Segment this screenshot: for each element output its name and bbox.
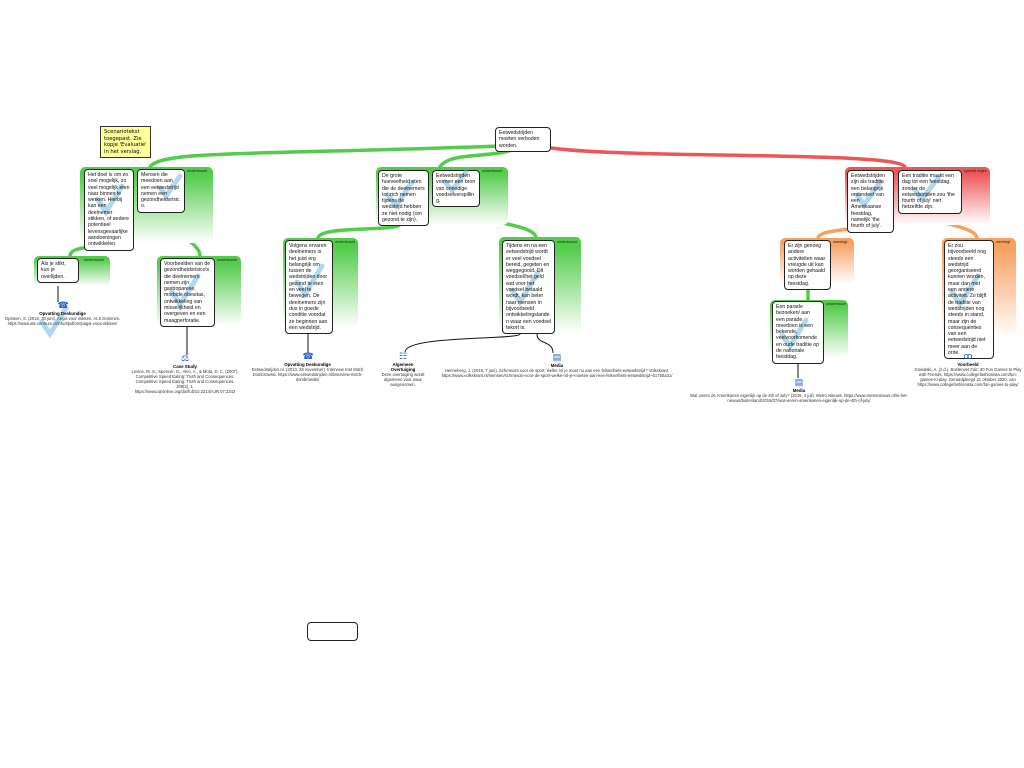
common-belief-icon: ☷ bbox=[398, 351, 408, 361]
claim-a[interactable]: Het doel is om zo snel mogelijk, zo veel… bbox=[84, 169, 134, 251]
claim-text: De grote hoeveelheid eten die de deelnem… bbox=[382, 173, 425, 224]
source-type: Opvatting Deskundige bbox=[284, 362, 331, 367]
source-citation: Henneberg, J. (2019, 7 juni). Schmeuze v… bbox=[441, 368, 673, 378]
claim-text: Er zijn genoeg andere activiteiten waar … bbox=[788, 243, 826, 287]
expert-icon: ☎ bbox=[302, 351, 314, 361]
claim-text: Eetwedstrijden zijn als traditie een bel… bbox=[851, 173, 886, 230]
media-icon: ▤ bbox=[794, 377, 804, 387]
claim-text: Tijdens en na een eetwedstrijd wordt er … bbox=[506, 243, 551, 331]
source-type: Media bbox=[792, 388, 806, 393]
case-study-icon: ⚖ bbox=[180, 353, 190, 363]
source-citation: Eetwedstrijden.nl. (2013, 28 november). … bbox=[251, 367, 364, 382]
source-citation: Opsteen, S. (2019, 30 juni). Aegis voor … bbox=[4, 316, 121, 326]
claim-c1[interactable]: Volgens ervaren deelnemers is het juist … bbox=[285, 240, 333, 335]
source-type: Algemeen Overtuiging bbox=[390, 362, 416, 372]
root-claim[interactable]: Eetwedstrijden moeten verboden worden. bbox=[495, 127, 551, 152]
source-type: Voorbeeld bbox=[957, 362, 979, 367]
root-claim-text: Eetwedstrijden moeten verboden worden. bbox=[499, 130, 540, 149]
claim-a1[interactable]: Als je stikt, kun je overlijden. bbox=[37, 258, 79, 283]
rebut-label: weerlegt bbox=[833, 240, 848, 244]
support-label: onderbouwt bbox=[187, 169, 207, 173]
claim-text: Een parade bezoeken/ aan een parade meed… bbox=[776, 304, 819, 361]
claim-c[interactable]: De grote hoeveelheid eten die de deelnem… bbox=[378, 170, 429, 227]
media-icon: ▤ bbox=[552, 352, 562, 362]
source-citation: Deze overtuiging wordt algemeen voor waa… bbox=[381, 372, 425, 387]
claim-text: Volgens ervaren deelnemers is het juist … bbox=[289, 243, 328, 331]
support-label: onderbouwt bbox=[482, 169, 502, 173]
claim-text: Een traditie maakt een dag tot een feest… bbox=[902, 173, 955, 211]
claim-f[interactable]: Een traditie maakt een dag tot een feest… bbox=[898, 170, 962, 214]
support-label: onderbouwt bbox=[826, 302, 846, 306]
link-group3-root bbox=[538, 144, 907, 169]
claim-f1[interactable]: Er zou bijvoorbeeld nog steeds een wedst… bbox=[944, 240, 994, 360]
claim-text: Er zou bijvoorbeeld nog steeds een wedst… bbox=[948, 243, 987, 357]
claim-e2[interactable]: Een parade bezoeken/ aan een parade meed… bbox=[772, 301, 824, 364]
rebut-label: weerlegt bbox=[996, 240, 1011, 244]
claim-e1[interactable]: Er zijn genoeg andere activiteiten waar … bbox=[784, 240, 831, 291]
link-c1 bbox=[316, 222, 402, 240]
source-type: Case Study bbox=[173, 364, 197, 369]
support-label: onderbouwt bbox=[335, 240, 355, 244]
claim-b[interactable]: Mensen die meedoen aan een eetwedstrijd … bbox=[137, 169, 185, 213]
claim-text: Het doel is om zo snel mogelijk, zo veel… bbox=[88, 172, 130, 248]
scenario-note[interactable]: Scenariotekst toegepast. Zie kopje 'Eval… bbox=[100, 126, 151, 158]
note-text: Scenariotekst toegepast. Zie kopje 'Eval… bbox=[104, 129, 147, 155]
claim-text: Als je stikt, kun je overlijden. bbox=[41, 261, 66, 280]
example-icon: ꝏ bbox=[963, 351, 973, 361]
support-label: onderbouwt bbox=[217, 258, 237, 262]
support-label: onderbouwt bbox=[84, 258, 104, 262]
link-group1-root bbox=[148, 144, 502, 169]
oppose-label: spreekt tegen bbox=[964, 169, 988, 173]
empty-claim-box[interactable] bbox=[307, 622, 358, 641]
source-type: Media bbox=[550, 363, 564, 368]
claim-text: Eetwedstrijden vormen een bron van onnod… bbox=[436, 173, 476, 205]
claim-b1[interactable]: Voorbeelden van de gezondheidsrisico's d… bbox=[160, 258, 215, 327]
source-citation: Wat vieren de Amerikanen eigenlijk op de… bbox=[690, 393, 908, 403]
claim-text: Mensen die meedoen aan een eetwedstrijd … bbox=[141, 172, 180, 210]
source-citation: Levine, M. S., Spencer, G., Alvo, A., & … bbox=[131, 369, 239, 394]
claim-e[interactable]: Eetwedstrijden zijn als traditie een bel… bbox=[847, 170, 894, 233]
source-citation: Gowalski, A. (z.d.). Bostenvet Fair: 30 … bbox=[914, 367, 1022, 387]
claim-d1[interactable]: Tijdens en na een eetwedstrijd wordt er … bbox=[502, 240, 555, 335]
claim-d[interactable]: Eetwedstrijden vormen een bron van onnod… bbox=[432, 170, 480, 208]
claim-text: Voorbeelden van de gezondheidsrisico's d… bbox=[164, 261, 211, 324]
expert-icon: ☎ bbox=[57, 300, 69, 310]
support-label: onderbouwt bbox=[557, 240, 577, 244]
